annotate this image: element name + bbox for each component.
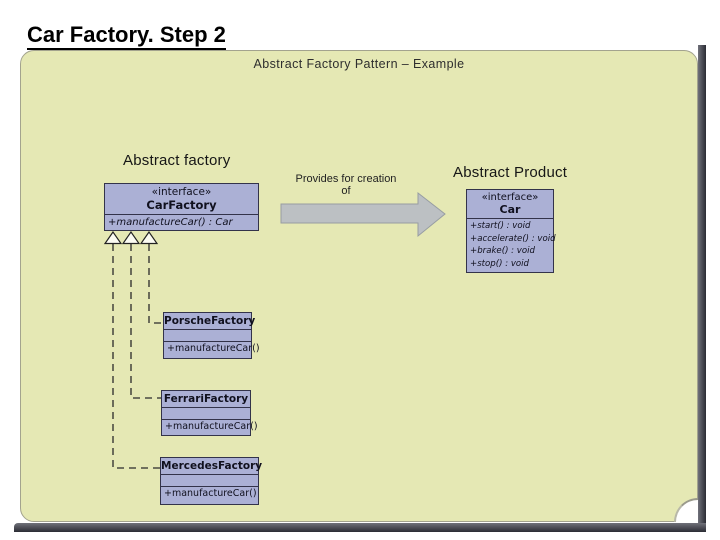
arrow-caption-line1: Provides for creation bbox=[295, 173, 397, 185]
mercedesfactory-attributes-empty bbox=[161, 475, 258, 487]
car-method: +accelerate() : void bbox=[470, 233, 556, 244]
realization-triangle-icon bbox=[121, 230, 141, 245]
abstract-product-label: Abstract Product bbox=[453, 164, 568, 181]
ferrarifactory-methods: +manufactureCar() bbox=[162, 420, 258, 436]
carfactory-methods: +manufactureCar() : Car bbox=[105, 215, 258, 232]
uml-class-carfactory: «interface» CarFactory +manufactureCar()… bbox=[104, 183, 259, 231]
car-method: +start() : void bbox=[470, 221, 531, 231]
page-curl-decoration bbox=[674, 498, 698, 522]
porschefactory-method: +manufactureCar() bbox=[167, 343, 260, 354]
realization-connector-ferrari bbox=[130, 244, 161, 399]
realization-connector-porsche bbox=[148, 244, 163, 324]
page-title: Car Factory. Step 2 bbox=[27, 22, 226, 50]
ferrarifactory-method: +manufactureCar() bbox=[165, 421, 258, 432]
slide-shadow-right bbox=[698, 45, 706, 532]
provides-block-arrow bbox=[280, 191, 446, 238]
carfactory-name: CarFactory bbox=[146, 198, 217, 212]
abstract-factory-label: Abstract factory bbox=[123, 152, 231, 169]
porschefactory-header: PorscheFactory bbox=[164, 313, 256, 330]
car-method: +stop() : void bbox=[470, 258, 530, 269]
uml-class-carfactory-header: «interface» CarFactory bbox=[105, 184, 258, 215]
ferrarifactory-name: FerrariFactory bbox=[163, 393, 249, 405]
porschefactory-name: PorscheFactory bbox=[164, 315, 256, 327]
slide-shadow-bottom bbox=[14, 523, 706, 532]
ferrarifactory-header: FerrariFactory bbox=[162, 391, 250, 408]
page-title-text: Car Factory. Step 2 bbox=[27, 22, 226, 50]
uml-class-ferrarifactory: FerrariFactory +manufactureCar() bbox=[161, 390, 258, 436]
car-stereotype: «interface» bbox=[481, 192, 539, 203]
car-methods: +start() : void +accelerate() : void +br… bbox=[467, 219, 556, 272]
connector-layer bbox=[103, 191, 446, 469]
carfactory-stereotype: «interface» bbox=[151, 186, 212, 198]
arrow-caption: Provides for creation of bbox=[261, 173, 431, 197]
mercedesfactory-name: MercedesFactory bbox=[161, 460, 263, 472]
uml-class-car-header: «interface» Car bbox=[467, 190, 553, 219]
car-method: +brake() : void bbox=[470, 246, 535, 256]
porschefactory-attributes-empty bbox=[164, 330, 251, 342]
realization-triangle-icon bbox=[139, 230, 159, 245]
mercedesfactory-header: MercedesFactory bbox=[161, 458, 263, 475]
uml-class-porschefactory: PorscheFactory +manufactureCar() bbox=[163, 312, 260, 359]
slide-panel: Abstract Factory Pattern – Example Abstr… bbox=[20, 50, 698, 522]
mercedesfactory-methods: +manufactureCar() bbox=[161, 487, 258, 503]
realization-triangle-icon bbox=[103, 230, 123, 245]
carfactory-method: +manufactureCar() : Car bbox=[108, 217, 233, 228]
ferrarifactory-attributes-empty bbox=[162, 408, 250, 420]
uml-class-car: «interface» Car +start() : void +acceler… bbox=[466, 189, 556, 273]
porschefactory-methods: +manufactureCar() bbox=[164, 342, 260, 358]
realization-connector-mercedes bbox=[112, 244, 160, 469]
uml-class-mercedesfactory: MercedesFactory +manufactureCar() bbox=[160, 457, 263, 505]
car-name: Car bbox=[499, 203, 521, 216]
arrow-caption-line2: of bbox=[341, 185, 351, 197]
mercedesfactory-method: +manufactureCar() bbox=[164, 488, 257, 499]
diagram-title: Abstract Factory Pattern – Example bbox=[253, 57, 465, 71]
